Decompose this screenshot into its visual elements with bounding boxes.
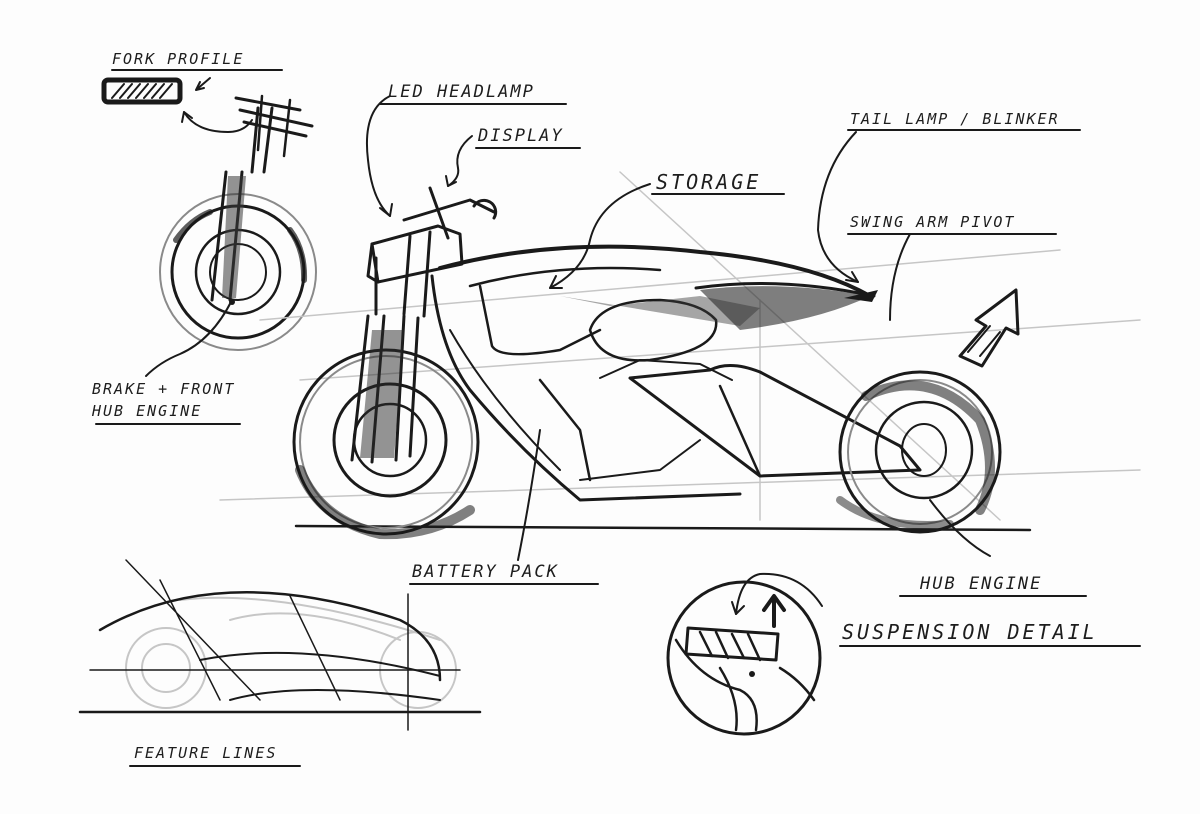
feature-lines-study xyxy=(78,559,482,731)
front-fork-detail xyxy=(145,94,317,377)
label-suspension-detail: SUSPENSION DETAIL xyxy=(842,620,1098,644)
suspension-detail-inset xyxy=(666,572,823,736)
label-underlines xyxy=(95,69,1141,767)
label-tail-lamp-blinker: TAIL LAMP / BLINKER xyxy=(850,110,1060,128)
fork-profile-icon xyxy=(101,77,211,105)
label-brake-front-line1: BRAKE + FRONT xyxy=(92,380,236,398)
label-display: DISPLAY xyxy=(478,126,564,146)
label-brake-front-line2: HUB ENGINE xyxy=(92,402,203,420)
label-led-headlamp: LED HEADLAMP xyxy=(388,82,535,102)
label-swing-arm-pivot: SWING ARM PIVOT xyxy=(850,213,1016,231)
label-battery-pack: BATTERY PACK xyxy=(412,562,559,582)
label-hub-engine: HUB ENGINE xyxy=(920,574,1043,594)
label-feature-lines: FEATURE LINES xyxy=(134,744,278,762)
label-fork-profile: FORK PROFILE xyxy=(112,50,245,68)
label-storage: STORAGE xyxy=(656,170,762,194)
main-motorcycle-sketch xyxy=(219,95,1141,561)
